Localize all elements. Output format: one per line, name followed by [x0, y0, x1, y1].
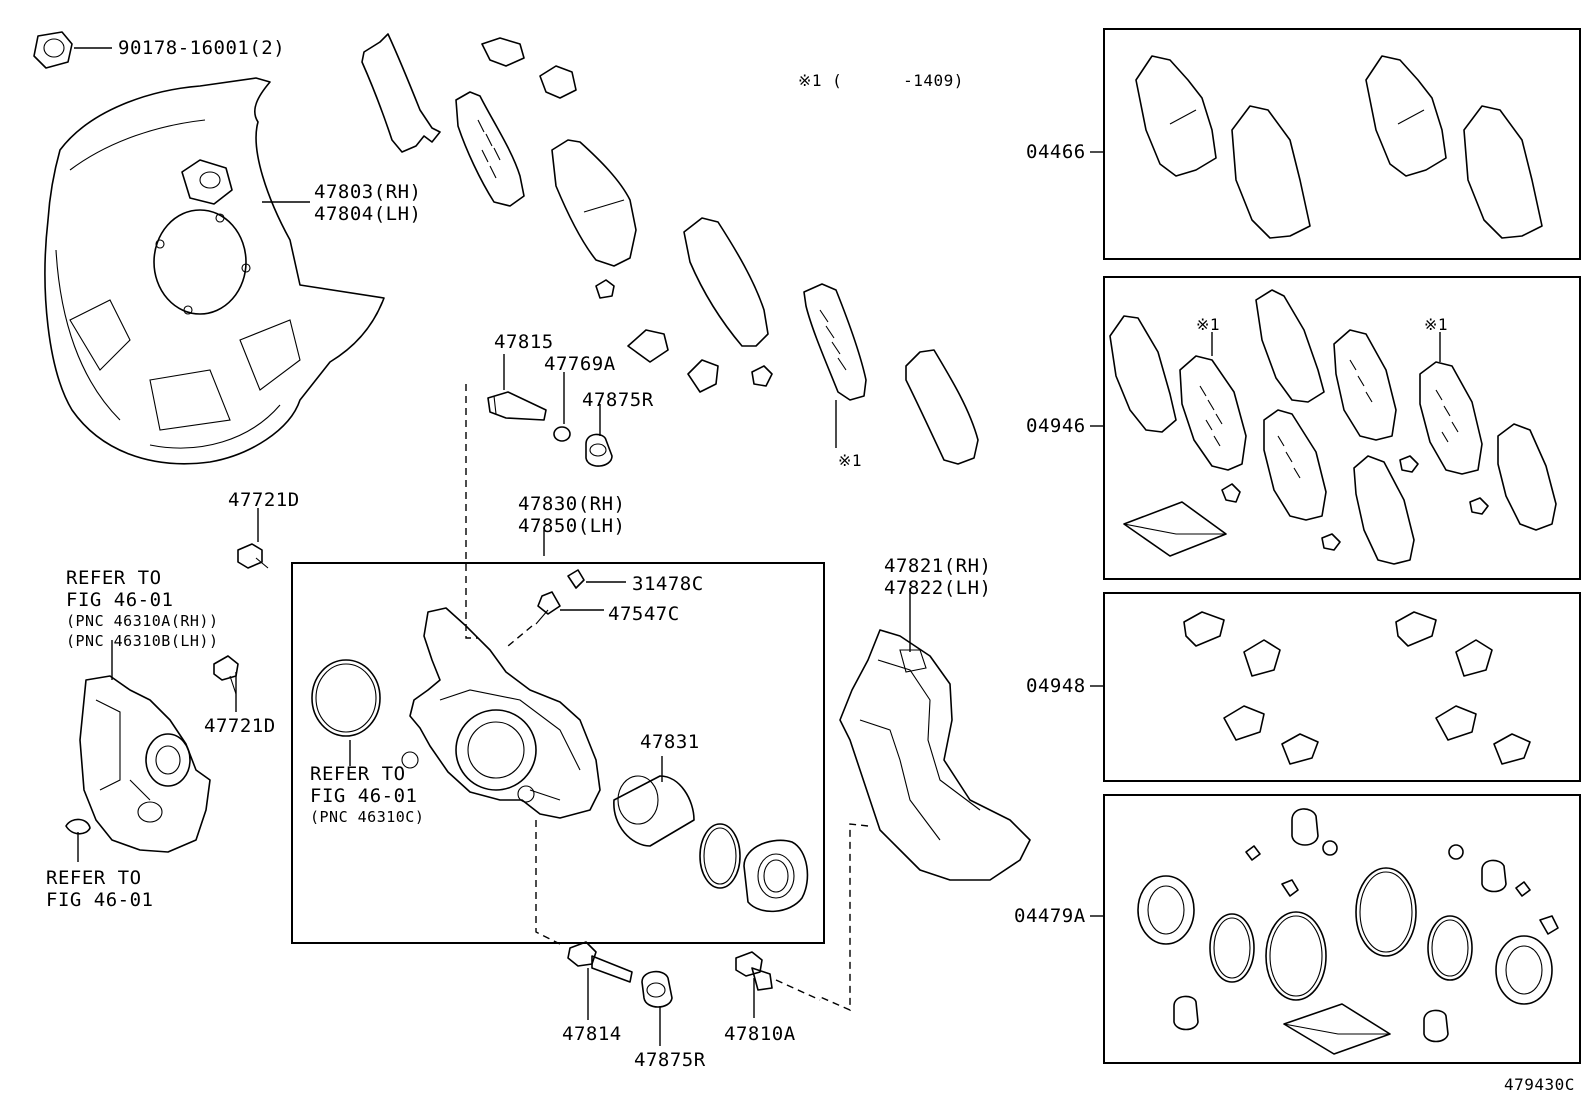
label-mounting-rh: 47821(RH)	[884, 555, 992, 577]
label-star-mark-kit-right: ※1	[1424, 315, 1449, 334]
label-boot-47875r-bottom: 47875R	[634, 1049, 706, 1071]
actuator-drawing	[65, 640, 211, 862]
label-bushing-47769a: 47769A	[544, 353, 616, 375]
label-refer-ring-3: (PNC 46310C)	[310, 808, 425, 826]
label-note: ※1 ( -1409)	[798, 71, 964, 90]
label-diagram-code: 479430C	[1504, 1075, 1575, 1094]
label-refer-ring-1: REFER TO	[310, 763, 406, 785]
slide-pin-top-drawing	[465, 354, 613, 639]
label-nut: 90178-16001(2)	[118, 37, 286, 59]
kit-04946-drawing	[1109, 289, 1557, 565]
label-bleeder-cap: 31478C	[632, 573, 704, 595]
kit-box-04948	[1103, 592, 1581, 782]
pad-shims-drawing	[361, 33, 979, 465]
label-star-mark-kit-left: ※1	[1196, 315, 1221, 334]
label-dust-cover-rh: 47803(RH)	[314, 181, 422, 203]
label-kit-04466: 04466	[1026, 141, 1086, 163]
label-bolt-47810a: 47810A	[724, 1023, 796, 1045]
label-bolt-47721d-upper: 47721D	[228, 489, 300, 511]
label-refer-ring-2: FIG 46-01	[310, 785, 418, 807]
mounting-drawing	[817, 588, 1031, 1012]
label-bolt-47815: 47815	[494, 331, 554, 353]
label-kit-04946: 04946	[1026, 415, 1086, 437]
label-refer-plug-2: FIG 46-01	[46, 889, 154, 911]
label-refer-actuator-3: (PNC 46310A(RH))	[66, 612, 219, 630]
label-kit-04479a: 04479A	[1014, 905, 1086, 927]
label-bolt-47721d-lower: 47721D	[204, 715, 276, 737]
caliper-box-drawing	[311, 530, 809, 945]
label-refer-actuator-4: (PNC 46310B(LH))	[66, 632, 219, 650]
label-refer-plug-1: REFER TO	[46, 867, 142, 889]
bolts-47721d-drawing	[213, 508, 269, 712]
label-dust-cover-lh: 47804(LH)	[314, 203, 422, 225]
kit-04466-drawing	[1135, 55, 1543, 239]
nut-drawing	[33, 31, 112, 69]
kit-04479a-drawing	[1137, 808, 1559, 1055]
label-refer-actuator-1: REFER TO	[66, 567, 162, 589]
kit-leaders	[1090, 151, 1104, 917]
kit-04948-drawing	[1183, 611, 1531, 765]
label-bolt-47814: 47814	[562, 1023, 622, 1045]
dust-cover-drawing	[44, 77, 385, 465]
label-boot-47875r-top: 47875R	[582, 389, 654, 411]
label-caliper-rh: 47830(RH)	[518, 493, 626, 515]
caliper-assembly-box	[291, 562, 825, 944]
kit-box-04479a	[1103, 794, 1581, 1064]
label-mounting-lh: 47822(LH)	[884, 577, 992, 599]
kit-box-04466	[1103, 28, 1581, 260]
label-kit-04948: 04948	[1026, 675, 1086, 697]
label-caliper-lh: 47850(LH)	[518, 515, 626, 537]
label-refer-actuator-2: FIG 46-01	[66, 589, 174, 611]
label-bleeder-plug: 47547C	[608, 603, 680, 625]
kit-box-04946	[1103, 276, 1581, 580]
label-star-mark-pad: ※1	[838, 451, 863, 470]
label-piston: 47831	[640, 731, 700, 753]
